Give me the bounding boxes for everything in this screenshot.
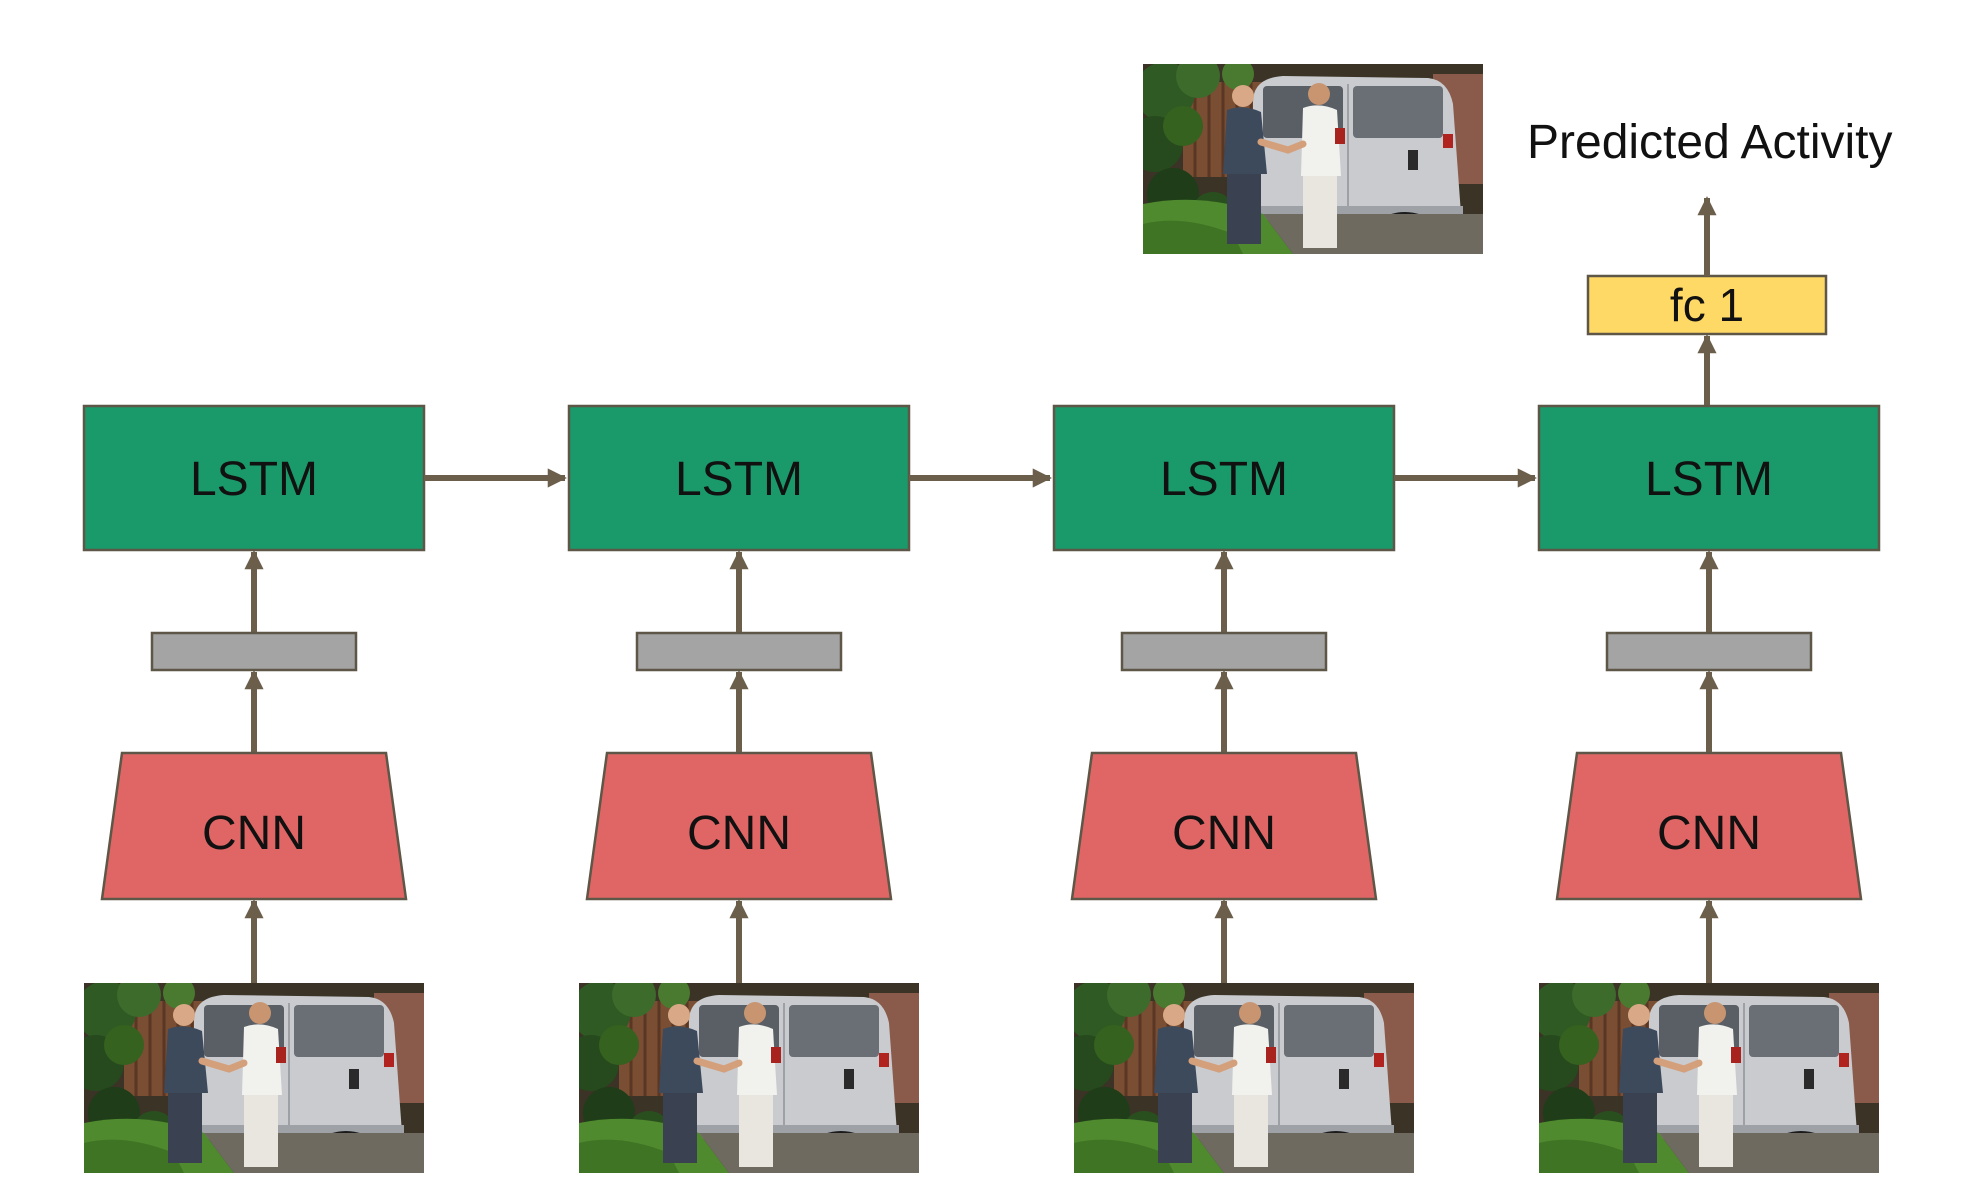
- timestep-2: LSTM CNN: [563, 404, 919, 1173]
- lstm-box: LSTM: [567, 404, 911, 552]
- feature-vector: [1120, 631, 1328, 672]
- cnn-block: CNN: [585, 751, 893, 901]
- lstm-label: LSTM: [1160, 453, 1288, 506]
- input-frame-image: [68, 973, 424, 1173]
- cnn-label: CNN: [202, 807, 306, 860]
- lstm-box: LSTM: [1052, 404, 1396, 552]
- lstm-label: LSTM: [190, 453, 318, 506]
- output-frame-image: [1127, 54, 1483, 254]
- feature-vector: [1605, 631, 1813, 672]
- input-frame-image: [1523, 973, 1879, 1173]
- lstm-label: LSTM: [675, 453, 803, 506]
- feature-vector: [635, 631, 843, 672]
- fc-layer-box: fc 1: [1586, 274, 1828, 336]
- timestep-4: LSTM CNN: [1523, 404, 1881, 1173]
- input-frame-image: [563, 973, 919, 1173]
- timestep-1: LSTM CNN: [68, 404, 426, 1173]
- lstm-label: LSTM: [1645, 453, 1773, 506]
- timestep-3: LSTM CNN: [1052, 404, 1414, 1173]
- fc-label: fc 1: [1670, 279, 1744, 331]
- feature-vector: [150, 631, 358, 672]
- cnn-label: CNN: [1172, 807, 1276, 860]
- cnn-label: CNN: [687, 807, 791, 860]
- lstm-box: LSTM: [1537, 404, 1881, 552]
- cnn-label: CNN: [1657, 807, 1761, 860]
- cnn-block: CNN: [100, 751, 408, 901]
- predicted-activity-label: Predicted Activity: [1527, 116, 1892, 169]
- lstm-box: LSTM: [82, 404, 426, 552]
- input-frame-image: [1058, 973, 1414, 1173]
- cnn-block: CNN: [1070, 751, 1378, 901]
- cnn-block: CNN: [1555, 751, 1863, 901]
